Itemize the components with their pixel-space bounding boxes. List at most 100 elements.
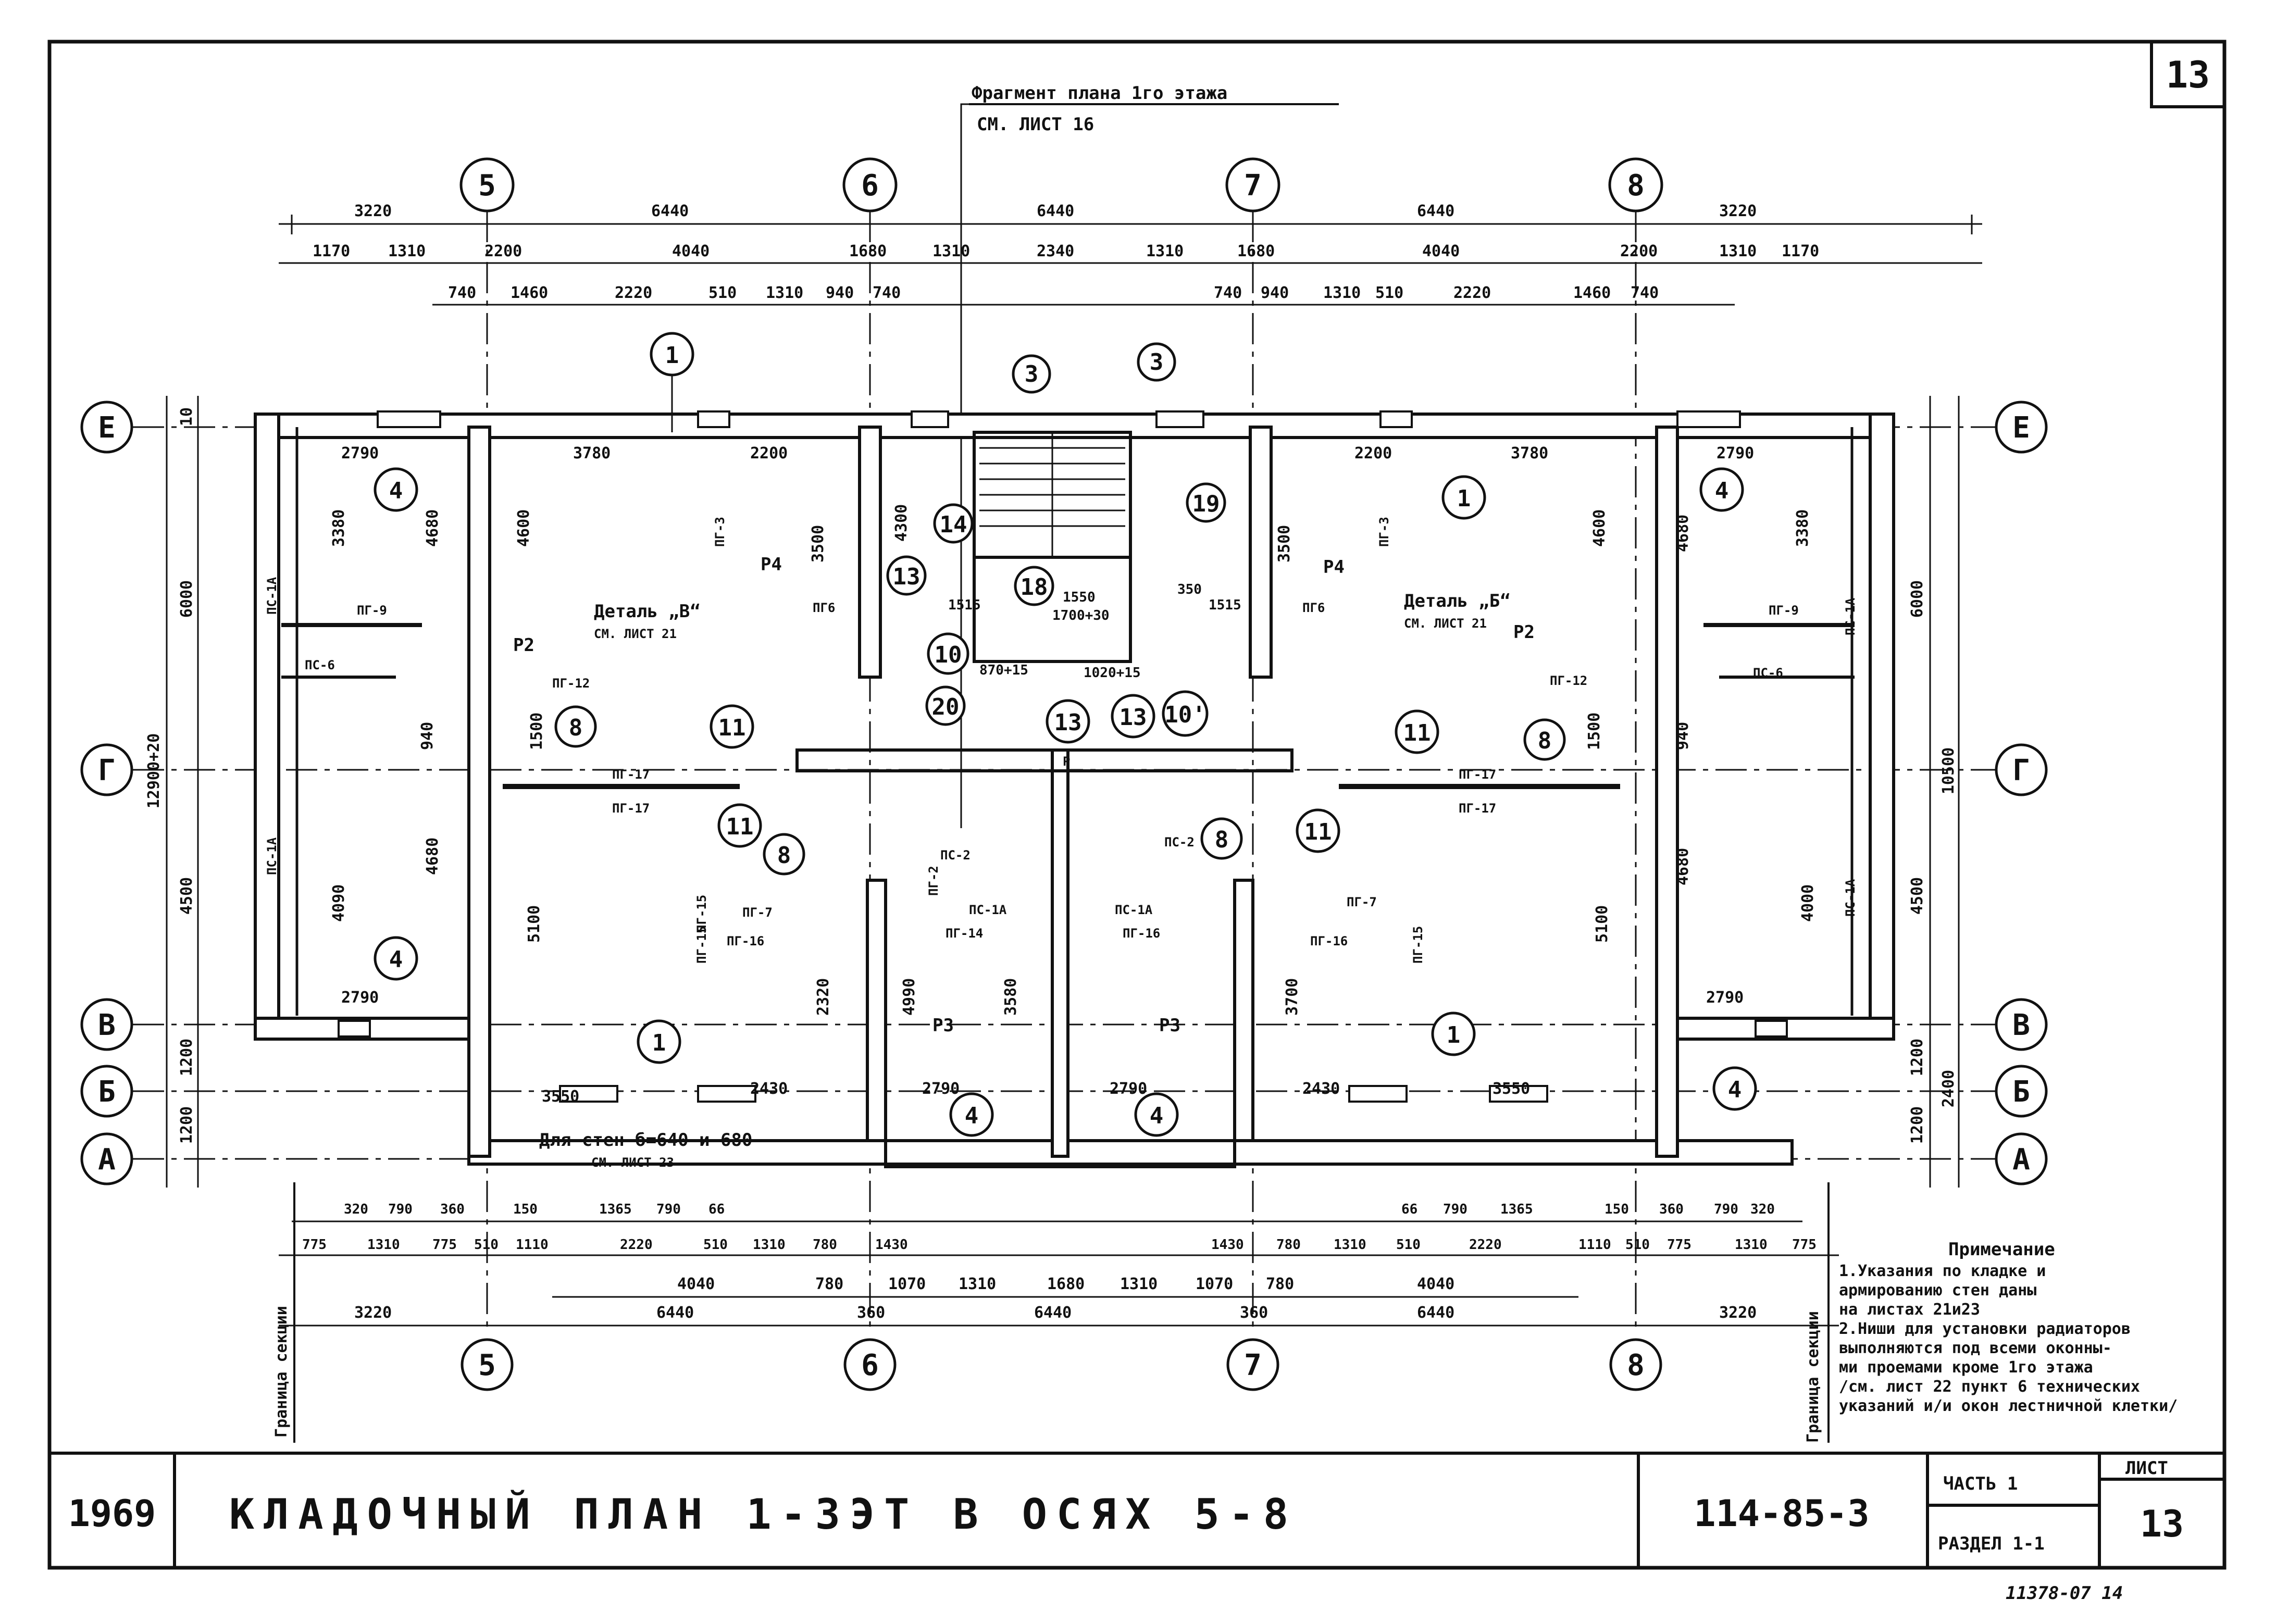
svg-text:3780: 3780 [573, 444, 611, 463]
svg-text:1310: 1310 [1323, 284, 1361, 302]
sheet-label: ЛИСТ [2125, 1458, 2168, 1479]
svg-text:1430: 1430 [1211, 1237, 1244, 1253]
svg-text:Р3: Р3 [932, 1015, 954, 1036]
windows [338, 410, 1788, 1103]
fragment-ref: СМ. ЛИСТ 16 [977, 114, 1094, 135]
svg-text:1200: 1200 [1908, 1039, 1926, 1076]
plan-labels: Деталь „В“ СМ. ЛИСТ 21 Деталь „Б“ СМ. ЛИ… [265, 517, 1858, 1170]
svg-text:4990: 4990 [900, 978, 918, 1016]
svg-text:510: 510 [474, 1237, 499, 1253]
drawing-title: КЛАДОЧНЫЙ ПЛАН 1-3ЭТ В ОСЯХ 5-8 [229, 1490, 1298, 1539]
svg-text:ПГ-17: ПГ-17 [1459, 801, 1496, 816]
section-boundary-right: Граница секции [1804, 1182, 1830, 1443]
axis-bubble-top-5: 5 [459, 157, 515, 213]
marker-4-c: 4 [374, 936, 418, 981]
axis-bubble-left-G: Г [80, 743, 133, 796]
svg-text:Р2: Р2 [1513, 622, 1535, 643]
svg-text:4: 4 [389, 478, 403, 504]
svg-text:2220: 2220 [1469, 1237, 1502, 1253]
callout-markers: 1 3 3 4 4 4 4 4 4 1 1 1 8 8 8 8 10 10' 1… [374, 332, 1757, 1137]
marker-1-right-bottom: 1 [1431, 1011, 1476, 1056]
svg-text:ПГ-9: ПГ-9 [1769, 603, 1799, 618]
svg-text:780: 780 [1276, 1237, 1301, 1253]
marker-13-c: 13 [1111, 694, 1155, 739]
svg-text:ПС-1А: ПС-1А [1843, 597, 1858, 635]
marker-14: 14 [933, 503, 974, 544]
svg-text:66: 66 [1401, 1202, 1417, 1217]
svg-text:320: 320 [344, 1202, 368, 1217]
marker-10-prime: 10' [1162, 690, 1209, 737]
svg-text:Г: Г [2012, 754, 2030, 788]
marker-4-f: 4 [1712, 1066, 1757, 1111]
svg-text:А: А [98, 1143, 116, 1177]
svg-text:Е: Е [2012, 411, 2030, 445]
svg-text:4600: 4600 [515, 509, 533, 547]
svg-text:4040: 4040 [672, 242, 710, 260]
svg-text:6440: 6440 [1417, 1304, 1454, 1322]
svg-text:780: 780 [815, 1275, 843, 1293]
corner-sheet-number: 13 [2166, 54, 2210, 96]
svg-text:1550: 1550 [1063, 590, 1096, 605]
svg-text:1070: 1070 [1196, 1275, 1233, 1293]
svg-text:2790: 2790 [1706, 989, 1744, 1007]
svg-text:ПГ-15: ПГ-15 [694, 926, 709, 964]
year: 1969 [68, 1492, 156, 1535]
svg-text:12900+20: 12900+20 [145, 733, 163, 809]
svg-text:Г: Г [98, 754, 116, 788]
svg-text:ПГ-17: ПГ-17 [612, 801, 650, 816]
svg-text:ПГ-12: ПГ-12 [552, 676, 590, 691]
svg-text:3: 3 [1150, 349, 1164, 376]
svg-text:ПГ-14: ПГ-14 [946, 926, 983, 941]
svg-text:510: 510 [708, 284, 737, 302]
stair-treads [979, 432, 1125, 557]
svg-text:Е: Е [98, 411, 116, 445]
svg-text:13: 13 [1054, 709, 1082, 736]
svg-text:6: 6 [861, 169, 879, 203]
axis-bubble-right-E: Е [1995, 401, 2048, 454]
marker-3-right: 3 [1137, 342, 1176, 382]
svg-text:ПГ-3: ПГ-3 [713, 517, 727, 547]
svg-text:ПГ-17: ПГ-17 [1459, 767, 1496, 782]
svg-text:6440: 6440 [656, 1304, 694, 1322]
svg-text:14: 14 [940, 511, 967, 538]
svg-text:ПГ-3: ПГ-3 [1377, 517, 1391, 547]
svg-text:360: 360 [857, 1304, 885, 1322]
left-axis-bubbles: Е Г В Б А [80, 401, 133, 1185]
project-code: 114-85-3 [1694, 1492, 1869, 1535]
svg-text:Р2: Р2 [513, 635, 534, 656]
svg-text:10500: 10500 [1939, 747, 1958, 794]
svg-text:150: 150 [1605, 1202, 1629, 1217]
svg-text:2790: 2790 [922, 1080, 960, 1098]
axis-bubble-right-B: Б [1995, 1065, 2048, 1118]
svg-text:790: 790 [1714, 1202, 1738, 1217]
svg-text:2790: 2790 [341, 989, 379, 1007]
svg-text:3550: 3550 [1493, 1080, 1530, 1098]
svg-text:790: 790 [388, 1202, 413, 1217]
svg-text:2320: 2320 [814, 978, 832, 1016]
svg-text:790: 790 [1443, 1202, 1467, 1217]
svg-text:3: 3 [1025, 361, 1039, 388]
svg-text:2220: 2220 [620, 1237, 653, 1253]
svg-text:740: 740 [1631, 284, 1659, 302]
marker-4-e: 4 [1134, 1092, 1179, 1137]
svg-text:1310: 1310 [1120, 1275, 1158, 1293]
svg-text:1310: 1310 [932, 242, 970, 260]
svg-text:ПГ-15: ПГ-15 [694, 895, 709, 932]
corner-sheet-box: 13 [2150, 40, 2226, 108]
svg-text:1310: 1310 [1334, 1237, 1366, 1253]
svg-text:11: 11 [718, 715, 746, 741]
svg-text:3500: 3500 [1275, 525, 1294, 563]
marker-18: 18 [1014, 566, 1054, 606]
svg-text:Р4: Р4 [1323, 557, 1345, 578]
svg-text:11: 11 [1304, 819, 1332, 845]
svg-text:4: 4 [1728, 1077, 1742, 1103]
svg-text:4680: 4680 [424, 509, 442, 547]
svg-text:1170: 1170 [313, 242, 350, 260]
svg-text:1365: 1365 [1500, 1202, 1533, 1217]
svg-text:1110: 1110 [516, 1237, 549, 1253]
svg-text:350: 350 [1177, 582, 1202, 597]
walls-note: Для стен б=640 и 680 [539, 1130, 752, 1151]
svg-text:4: 4 [1715, 478, 1729, 504]
svg-text:1310: 1310 [753, 1237, 786, 1253]
svg-text:2220: 2220 [615, 284, 652, 302]
